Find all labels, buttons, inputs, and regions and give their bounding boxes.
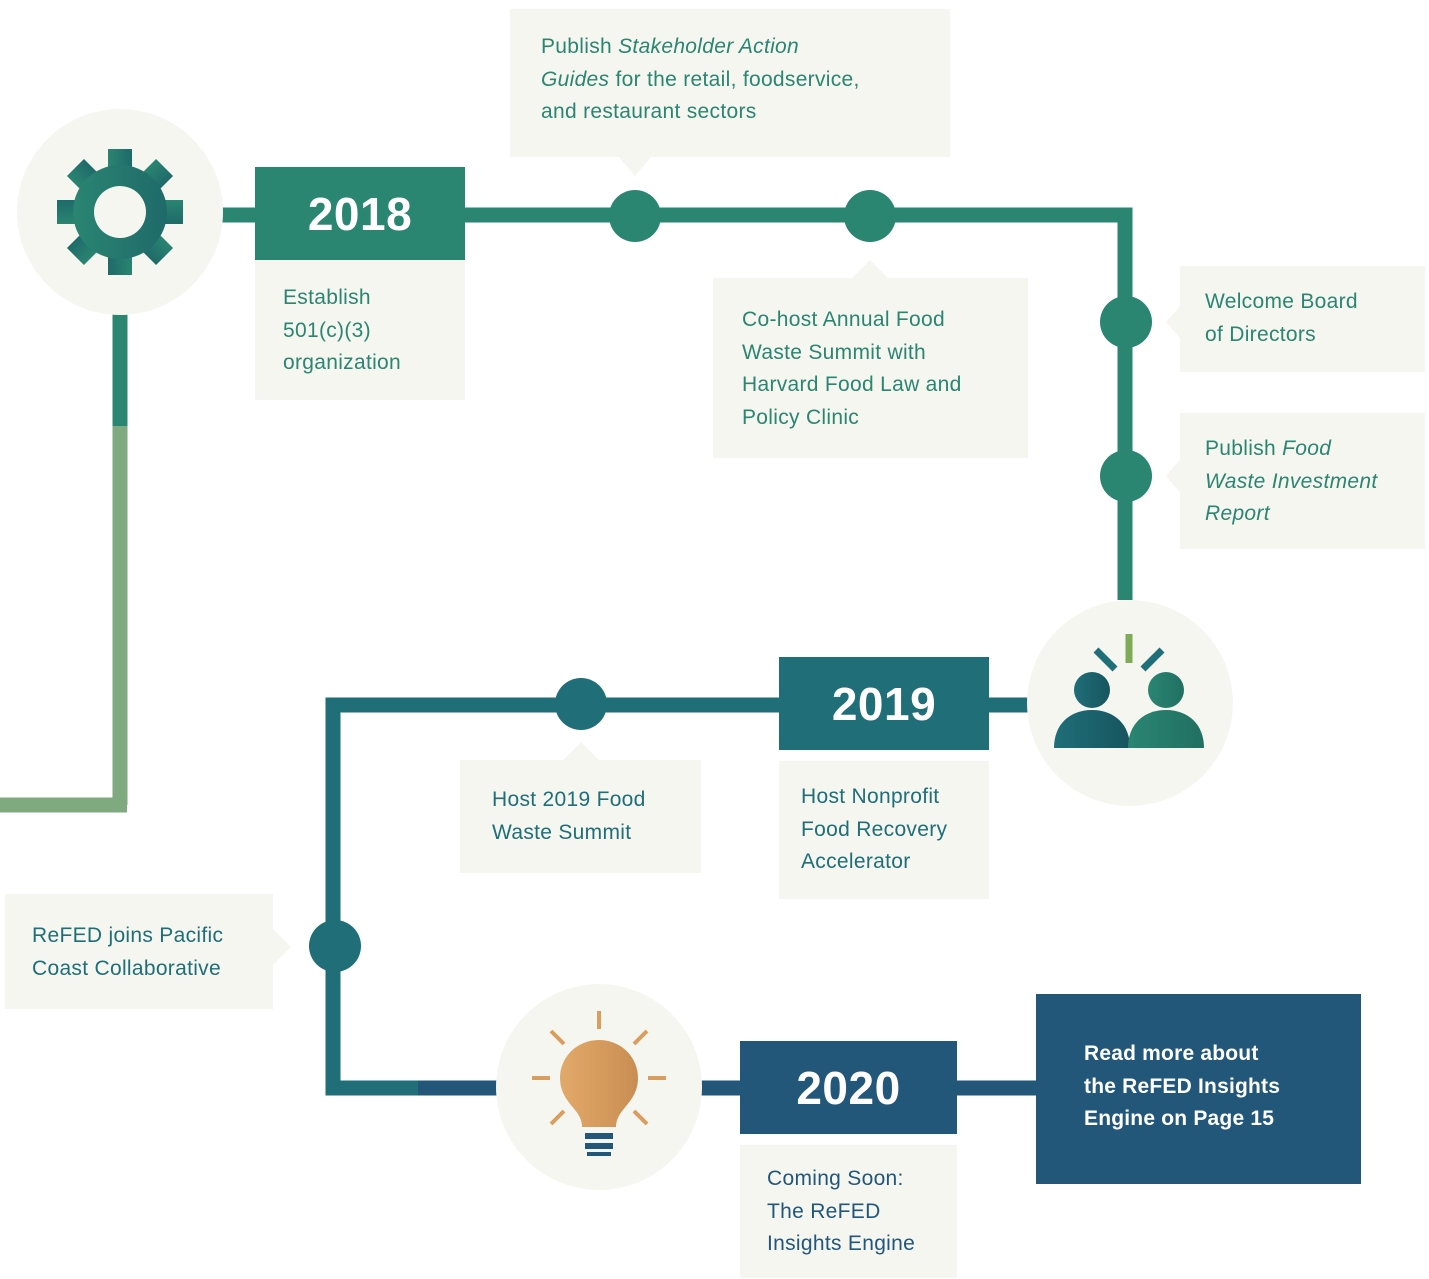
milestone-line: Policy Clinic [742,405,860,429]
milestone-line: ReFED joins Pacific [32,924,224,947]
milestone-line: Host 2019 Food [492,788,646,811]
milestone-line: Guides for the retail, foodservice, [541,64,950,97]
read-more-callout[interactable]: Read more about the ReFED Insights Engin… [1036,994,1361,1184]
milestone-line: Food Recovery [801,817,948,841]
milestone-line: Waste Summit with [742,340,927,364]
milestone-line: Waste Summit [492,820,632,844]
milestone-accelerator: Host Nonprofit Food Recovery Accelerator [779,761,989,899]
milestone-line: The ReFED [767,1199,881,1223]
cta-line: Engine on Page 15 [1084,1107,1275,1130]
milestone-line: Coast Collaborative [32,956,221,980]
milestone-line: Waste Investment [1205,466,1425,499]
text-span: for the retail, foodservice, [609,67,860,91]
publication-title: Stakeholder Action [618,35,800,58]
milestone-line: Coming Soon: [767,1167,904,1190]
lightbulb-icon [532,1011,666,1156]
milestone-line: Publish Stakeholder Action [541,31,950,64]
milestone-summit-harvard: Co-host Annual Food Waste Summit with Ha… [713,278,1028,458]
publication-title: Report [1205,502,1270,525]
milestone-line: Accelerator [801,850,911,873]
milestone-line: Co-host Annual Food [742,308,945,331]
dot-pcc [309,920,361,972]
cta-line: Read more about [1084,1042,1259,1065]
milestone-establish-501c3: Establish 501(c)(3) organization [255,260,465,400]
milestone-investment-report: Publish Food Waste Investment Report [1180,413,1425,549]
milestone-line: Insights Engine [767,1232,916,1255]
dot-board [1100,296,1152,348]
milestone-insights-engine: Coming Soon: The ReFED Insights Engine [740,1145,957,1278]
gear-icon [57,149,183,275]
dot-stakeholder-guides [609,190,661,242]
milestone-line: Welcome Board [1205,290,1358,313]
publication-title: Waste Investment [1205,469,1378,493]
publication-title: Food [1282,437,1332,460]
publication-title: Guides [541,67,610,91]
milestone-line: Report [1205,498,1425,531]
year-2019: 2019 [779,657,989,750]
year-2020: 2020 [740,1041,957,1134]
people-icon-circle [1027,600,1233,806]
milestone-line: Publish Food [1205,433,1425,466]
milestone-pacific-coast-collaborative: ReFED joins Pacific Coast Collaborative [5,894,273,1009]
milestone-line: and restaurant sectors [541,100,757,123]
milestone-line: Host Nonprofit [801,785,940,808]
year-2018: 2018 [255,167,465,260]
text-span: Publish [1205,437,1283,460]
timeline-dots [309,190,1152,972]
people-icon [1054,634,1204,748]
milestone-summit-2019: Host 2019 Food Waste Summit [460,760,701,873]
text-span: Publish [541,35,619,58]
dot-summit-2019 [555,678,607,730]
milestone-stakeholder-guides: Publish Stakeholder Action Guides for th… [510,9,950,157]
milestone-line: organization [283,351,402,374]
milestone-line: of Directors [1205,322,1316,346]
callout-pointers [273,156,1181,965]
milestone-line: 501(c)(3) [283,318,371,342]
cta-line: the ReFED Insights [1084,1074,1281,1098]
milestone-line: Establish [283,286,371,309]
dot-summit-harvard [844,190,896,242]
milestone-line: Harvard Food Law and [742,373,962,396]
dot-investment-report [1100,450,1152,502]
milestone-board: Welcome Board of Directors [1180,266,1425,372]
